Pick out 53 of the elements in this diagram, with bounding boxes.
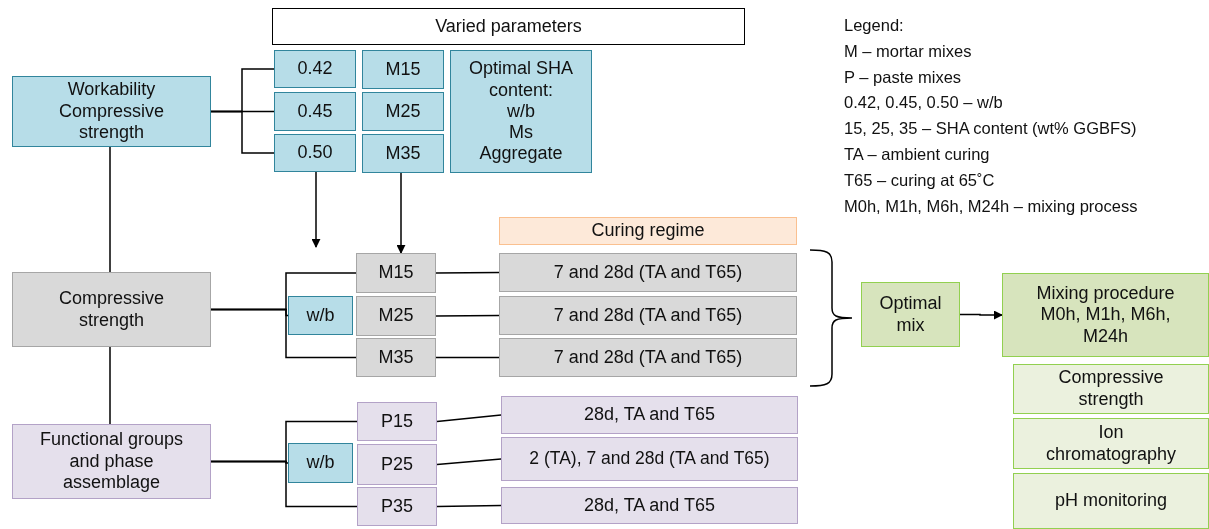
mix-box: P25 bbox=[357, 444, 437, 485]
test-box: Ion chromatography bbox=[1013, 418, 1209, 469]
parameter-box: w/b bbox=[288, 443, 353, 483]
connector-line bbox=[210, 110, 275, 154]
mix-box: M15 bbox=[356, 253, 436, 293]
connector-line bbox=[436, 458, 502, 466]
connector-line bbox=[109, 346, 111, 425]
legend-entry: 0.42, 0.45, 0.50 – w/b bbox=[844, 93, 1003, 113]
parameter-box: 0.45 bbox=[274, 92, 356, 131]
process-box: Mixing procedure M0h, M1h, M6h, M24h bbox=[1002, 273, 1209, 357]
legend-entry: M0h, M1h, M6h, M24h – mixing process bbox=[844, 196, 1138, 216]
mix-box: M25 bbox=[356, 296, 436, 336]
parameter-box: M15 bbox=[362, 50, 444, 89]
header-box: Varied parameters bbox=[272, 8, 745, 45]
parameter-box: 0.42 bbox=[274, 50, 356, 88]
curing-box: 7 and 28d (TA and T65) bbox=[499, 338, 797, 377]
curing-box: 28d, TA and T65 bbox=[501, 396, 798, 434]
connector-line bbox=[210, 460, 358, 508]
test-box: pH monitoring bbox=[1013, 473, 1209, 529]
legend-entry: M – mortar mixes bbox=[844, 41, 972, 61]
legend-entry: TA – ambient curing bbox=[844, 145, 990, 164]
process-box: Optimal mix bbox=[861, 282, 960, 347]
process-box: Compressive strength bbox=[12, 272, 211, 347]
connector-line bbox=[210, 308, 357, 359]
arrow bbox=[396, 172, 406, 254]
legend-title: Legend: bbox=[844, 16, 904, 35]
curing-box: 28d, TA and T65 bbox=[501, 487, 798, 524]
connector-line bbox=[436, 504, 502, 508]
arrow bbox=[311, 171, 321, 248]
mix-box: P35 bbox=[357, 487, 437, 526]
connector-line bbox=[109, 146, 111, 273]
curing-box: 2 (TA), 7 and 28d (TA and T65) bbox=[501, 437, 798, 481]
legend-entry: 15, 25, 35 – SHA content (wt% GGBFS) bbox=[844, 119, 1137, 139]
legend-entry: T65 – curing at 65˚C bbox=[844, 170, 995, 190]
header-box: Curing regime bbox=[499, 217, 797, 245]
parameter-box: Optimal SHA content: w/b Ms Aggregate bbox=[450, 50, 592, 173]
test-box: Compressive strength bbox=[1013, 364, 1209, 414]
curing-box: 7 and 28d (TA and T65) bbox=[499, 253, 797, 292]
parameter-box: M25 bbox=[362, 92, 444, 131]
connector-line bbox=[435, 271, 500, 274]
parameter-box: M35 bbox=[362, 134, 444, 173]
arrow bbox=[959, 310, 1003, 320]
mix-box: P15 bbox=[357, 402, 437, 441]
process-box: Workability Compressive strength bbox=[12, 76, 211, 147]
curing-box: 7 and 28d (TA and T65) bbox=[499, 296, 797, 335]
connector-line bbox=[436, 414, 502, 423]
parameter-box: 0.50 bbox=[274, 134, 356, 172]
process-box: Functional groups and phase assemblage bbox=[12, 424, 211, 499]
legend-entry: P – paste mixes bbox=[844, 67, 962, 87]
mix-box: M35 bbox=[356, 338, 436, 377]
parameter-box: w/b bbox=[288, 296, 353, 335]
connector-line bbox=[435, 314, 500, 317]
connector-line bbox=[435, 356, 500, 359]
